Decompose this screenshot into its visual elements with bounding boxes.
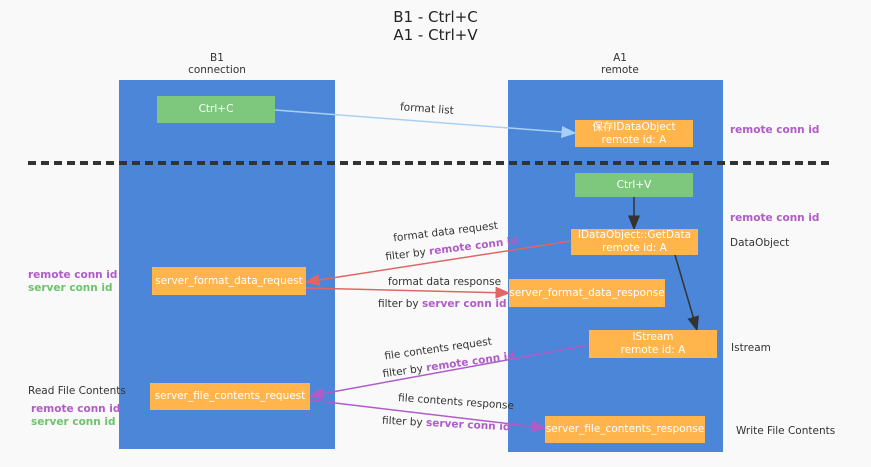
label-fd-response-filter: filter by server conn id xyxy=(378,298,507,310)
node-format-data-request: server_format_data_request xyxy=(152,267,306,295)
edge-fc-request xyxy=(308,344,590,400)
node-ctrl-v: Ctrl+V xyxy=(575,173,693,197)
note-read-file: Read File Contents xyxy=(28,385,126,397)
edge-fd-response xyxy=(305,286,511,299)
node-ctrl-c: Ctrl+C xyxy=(157,96,275,123)
note-remote-conn-id-1: remote conn id xyxy=(730,124,820,136)
edge-format-list xyxy=(274,109,577,138)
node-file-contents-response: server_file_contents_response xyxy=(545,416,705,443)
node-file-contents-request: server_file_contents_request xyxy=(150,383,310,410)
note-write-file: Write File Contents xyxy=(736,425,836,437)
note-istream: Istream xyxy=(731,342,771,354)
note-dataobject: DataObject xyxy=(730,237,790,249)
label-fd-response: format data response xyxy=(388,276,502,288)
edge-fd-request xyxy=(304,240,572,286)
note-remote-conn-id-2: remote conn id xyxy=(730,212,820,224)
note-left-server-conn-id-1: server conn id xyxy=(28,282,113,294)
title-line-1: B1 - Ctrl+C xyxy=(393,8,478,26)
node-format-data-response: server_format_data_response xyxy=(509,279,665,307)
note-left-server-conn-id-2: server conn id xyxy=(31,416,116,428)
note-left-remote-conn-id-1: remote conn id xyxy=(28,269,118,281)
title-line-2: A1 - Ctrl+V xyxy=(393,26,478,44)
edge-fc-response xyxy=(309,399,547,433)
edge-getdata-istream xyxy=(674,254,699,332)
note-left-remote-conn-id-2: remote conn id xyxy=(31,403,121,415)
